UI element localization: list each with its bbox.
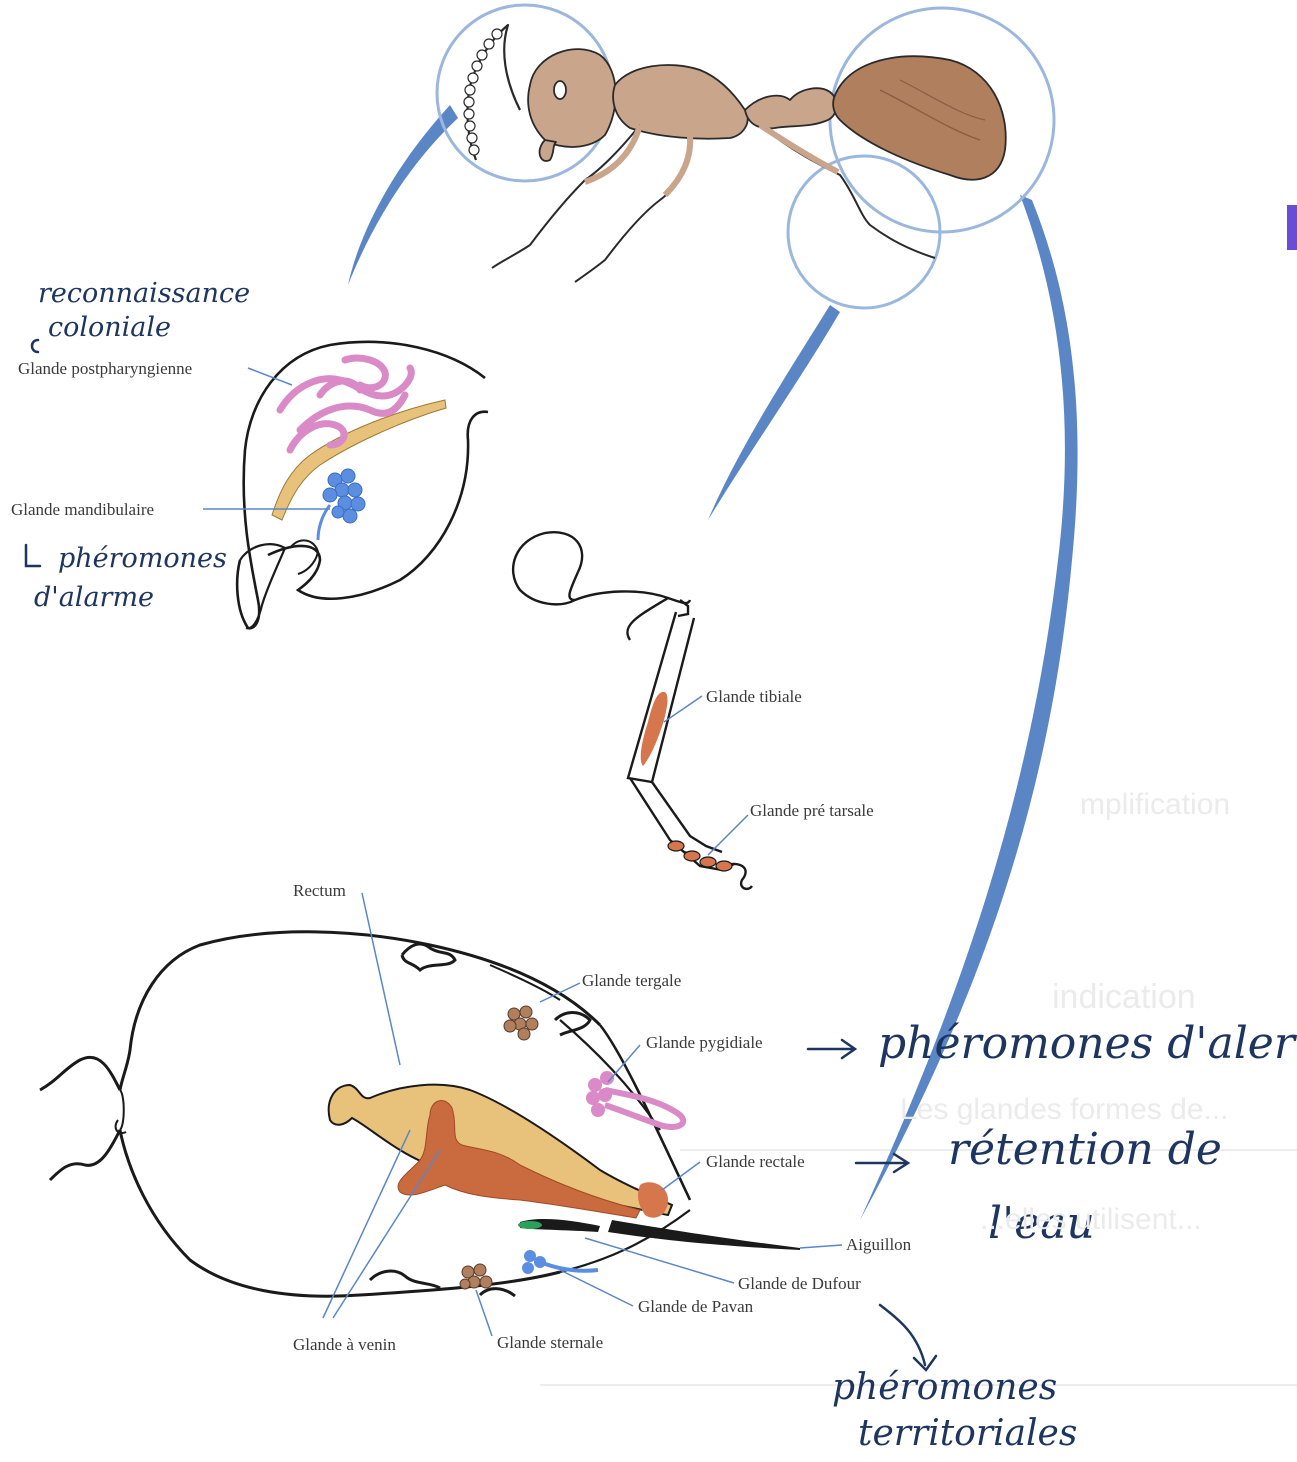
- arrow-reconnaissance: [32, 340, 38, 352]
- rectal-gland: [638, 1182, 668, 1217]
- annotation-reconnaissance-1: reconnaissance: [38, 280, 250, 307]
- label-glande-postpharyngienne: Glande postpharyngienne: [18, 360, 192, 377]
- ant-head: [528, 49, 616, 147]
- annotation-reconnaissance-2: coloniale: [48, 314, 171, 341]
- pygidial-gland: [586, 1071, 683, 1127]
- arrow-alarme: [26, 545, 40, 566]
- annotation-retention-1: rétention de: [948, 1128, 1222, 1172]
- label-glande-de-dufour: Glande de Dufour: [738, 1275, 861, 1292]
- postpharyngeal-gland-shape: [280, 358, 411, 450]
- label-glande-de-pavan: Glande de Pavan: [638, 1298, 753, 1315]
- ant-thorax: [613, 65, 748, 139]
- label-rectum: Rectum: [293, 882, 346, 899]
- mandibular-gland-shape: [318, 469, 365, 540]
- annotation-territoriales-2: territoriales: [858, 1416, 1077, 1452]
- label-glande-mandibulaire: Glande mandibulaire: [11, 501, 154, 518]
- label-glande-pygidiale: Glande pygidiale: [646, 1034, 763, 1051]
- ghost-text-4: ...elles utilisent...: [980, 1205, 1202, 1235]
- annotation-arrows: [26, 340, 936, 1370]
- arrow-territoriales: [880, 1305, 936, 1370]
- label-glande-rectale: Glande rectale: [706, 1153, 805, 1170]
- annotation-alarme-2: d'alarme: [34, 584, 154, 611]
- tergal-gland: [504, 1006, 538, 1040]
- label-glande-tergale: Glande tergale: [582, 972, 681, 989]
- accent-bar: [1287, 205, 1297, 250]
- ghost-text-3: Les glandes formes de...: [900, 1095, 1229, 1125]
- arrow-alerte: [808, 1040, 855, 1058]
- ant-leg-middle: [575, 135, 690, 282]
- label-aiguillon: Aiguillon: [846, 1236, 911, 1253]
- annotation-alarme-1: phéromones: [58, 545, 227, 572]
- ant-drawing: [464, 25, 1006, 282]
- ant-petiole: [745, 88, 837, 128]
- label-glande-tibiale: Glande tibiale: [706, 688, 802, 705]
- ghost-text-2: indication: [1052, 980, 1196, 1014]
- label-glande-a-venin: Glande à venin: [293, 1336, 396, 1353]
- sternal-gland: [460, 1264, 492, 1289]
- arrow-retention: [856, 1154, 908, 1172]
- tibial-gland-shape: [641, 692, 668, 766]
- label-glande-sternale: Glande sternale: [497, 1334, 603, 1351]
- callout-wedge-leg: [708, 305, 840, 520]
- annotation-alerte: phéromones d'alerte: [878, 1022, 1297, 1066]
- circle-leg: [788, 156, 940, 308]
- leg-drawing: [513, 532, 752, 889]
- ant-gaster: [833, 56, 1006, 179]
- ghost-text-1: mplification: [1080, 790, 1230, 820]
- stinger: [608, 1220, 800, 1250]
- label-glande-pre-tarsale: Glande pré tarsale: [750, 802, 874, 819]
- annotation-territoriales-1: phéromones: [832, 1370, 1057, 1406]
- callout-wedge-head: [348, 105, 458, 285]
- ant-mandible: [540, 140, 556, 161]
